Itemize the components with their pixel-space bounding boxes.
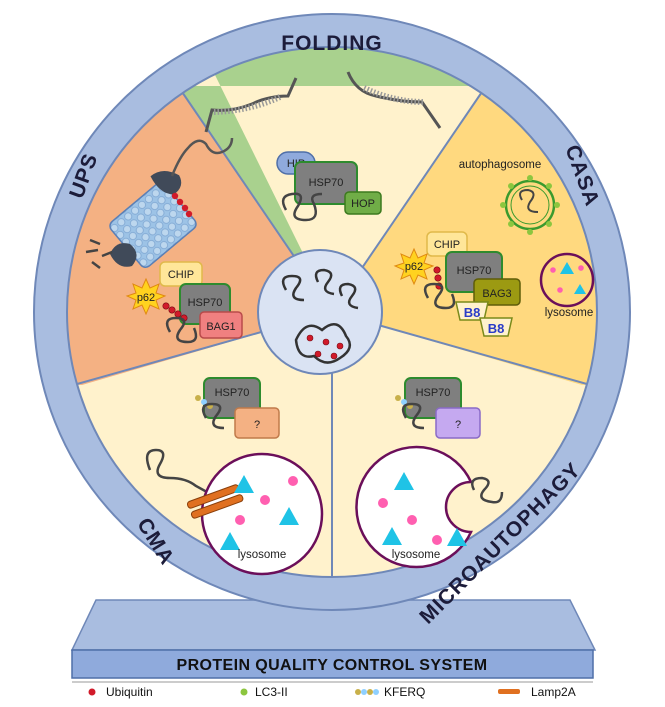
casa-client-protein xyxy=(423,282,456,310)
center-circle xyxy=(257,249,383,375)
micro-lysosome-triangle xyxy=(382,527,402,545)
cma-lysosome-dot xyxy=(235,515,245,525)
cma-unknown-box xyxy=(234,407,280,439)
cma-content: HSP70 ? lysosome xyxy=(145,377,324,576)
micro-unknown-label: ? xyxy=(455,419,461,431)
folding-client-protein xyxy=(281,192,323,222)
legend-lamp2a-label: Lamp2A xyxy=(531,685,576,699)
casa-b8-label-b: B8 xyxy=(488,321,505,336)
ups-client-protein xyxy=(165,316,198,344)
micro-client-protein xyxy=(401,402,425,430)
cma-lysosome-triangle xyxy=(279,507,299,525)
folding-content: HIP HSP70 HOP xyxy=(204,71,442,222)
legend-lc3-icon xyxy=(240,688,248,696)
misfolded-protein xyxy=(314,268,335,296)
casa-lysosome xyxy=(539,252,595,308)
folding-hop-label: HOP xyxy=(351,198,375,210)
casa-b8-box-b xyxy=(479,317,513,337)
casa-bag3-label: BAG3 xyxy=(482,288,511,300)
micro-unknown-box xyxy=(435,407,481,439)
micro-lysosome-dot xyxy=(407,515,417,525)
legend-lamp2a-icon xyxy=(498,689,520,694)
banner-title: PROTEIN QUALITY CONTROL SYSTEM xyxy=(177,657,488,674)
lc3-ii-dots xyxy=(500,175,560,235)
ups-chip-label: CHIP xyxy=(168,269,194,281)
proteasome-cap-top xyxy=(150,170,182,195)
folding-hop-box xyxy=(344,191,382,215)
casa-b8-label-a: B8 xyxy=(464,305,481,320)
aggregate-ubiquitin xyxy=(306,334,344,360)
helix-right xyxy=(362,85,425,105)
cma-lysosome-label: lysosome xyxy=(238,549,287,561)
inner-circle-border xyxy=(66,46,598,578)
micro-lysosome-dot xyxy=(378,498,388,508)
cma-hsp70-label: HSP70 xyxy=(215,387,250,399)
ups-bag1-label: BAG1 xyxy=(206,321,235,333)
micro-lysosome xyxy=(355,445,473,569)
misfolded-protein xyxy=(281,274,305,302)
lamp2a-channel xyxy=(186,484,244,519)
casa-lysosome-label: lysosome xyxy=(545,307,594,319)
microautophagy-content: HSP70 ? lysosome xyxy=(355,377,504,569)
legend-kferq-icon xyxy=(355,689,379,695)
cma-unknown-label: ? xyxy=(254,419,260,431)
substrate-thread xyxy=(170,137,234,177)
center-hub xyxy=(257,249,383,375)
cma-lysosome-dot xyxy=(260,495,270,505)
legend-ubiquitin-icon xyxy=(88,688,96,696)
micro-hsp70-label: HSP70 xyxy=(416,387,451,399)
ups-p62-star xyxy=(125,277,167,316)
autophagosome-cargo xyxy=(519,188,539,213)
casa-autophagosome-label: autophagosome xyxy=(459,159,541,171)
cma-kferq-motif xyxy=(195,395,213,409)
ups-fragments xyxy=(85,238,113,269)
folding-hsp70-box xyxy=(294,161,358,205)
casa-p62-label: p62 xyxy=(405,261,423,273)
misfolded-protein xyxy=(338,282,359,310)
micro-lysosome-dot xyxy=(432,535,442,545)
banner xyxy=(71,649,594,679)
legend: Ubiquitin LC3-II KFERQ Lamp2A xyxy=(72,681,593,699)
micro-lysosome-triangle xyxy=(394,472,414,490)
legend-lc3-label: LC3-II xyxy=(255,685,288,699)
casa-lysosome-dot xyxy=(557,287,563,293)
casa-ubiquitin-chain xyxy=(433,266,443,290)
cma-client-protein xyxy=(201,402,225,430)
ups-bag1-box xyxy=(199,311,243,339)
micro-engulfed-protein xyxy=(471,476,504,504)
casa-content: autophagosome lysosome CHIP p62 HSP70 BA… xyxy=(393,159,595,337)
proteasome-cap-bottom xyxy=(110,243,137,267)
cma-lysosome-triangle xyxy=(220,532,240,550)
casa-hsp70-label: HSP70 xyxy=(457,265,492,277)
ups-hsp70-label: HSP70 xyxy=(188,297,223,309)
legend-ubiquitin-label: Ubiquitin xyxy=(106,685,153,699)
micro-lysosome-triangle xyxy=(447,528,467,546)
protein-aggregate xyxy=(294,323,352,364)
casa-lysosome-triangle xyxy=(574,284,586,294)
autophagosome-inner xyxy=(510,185,550,225)
cma-substrate xyxy=(145,448,237,510)
casa-chip-label: CHIP xyxy=(434,239,460,251)
sector-title-folding: FOLDING xyxy=(281,32,383,55)
sector-folding xyxy=(178,47,486,312)
casa-lysosome-dot xyxy=(550,267,556,273)
legend-kferq-label: KFERQ xyxy=(384,685,425,699)
folding-hsp70-label: HSP70 xyxy=(309,177,344,189)
cma-lysosome-dot xyxy=(288,476,298,486)
casa-bag3-box xyxy=(473,278,521,306)
casa-lysosome-dot xyxy=(578,265,584,271)
casa-lysosome-triangle xyxy=(560,262,574,274)
ups-free-ubiquitin xyxy=(171,192,193,218)
cma-lysosome-triangle xyxy=(234,475,254,493)
ups-p62-label: p62 xyxy=(137,292,155,304)
ups-content: CHIP HSP70 BAG1 p62 xyxy=(85,137,243,344)
casa-p62-star xyxy=(393,247,435,286)
micro-lysosome-label: lysosome xyxy=(392,549,441,561)
